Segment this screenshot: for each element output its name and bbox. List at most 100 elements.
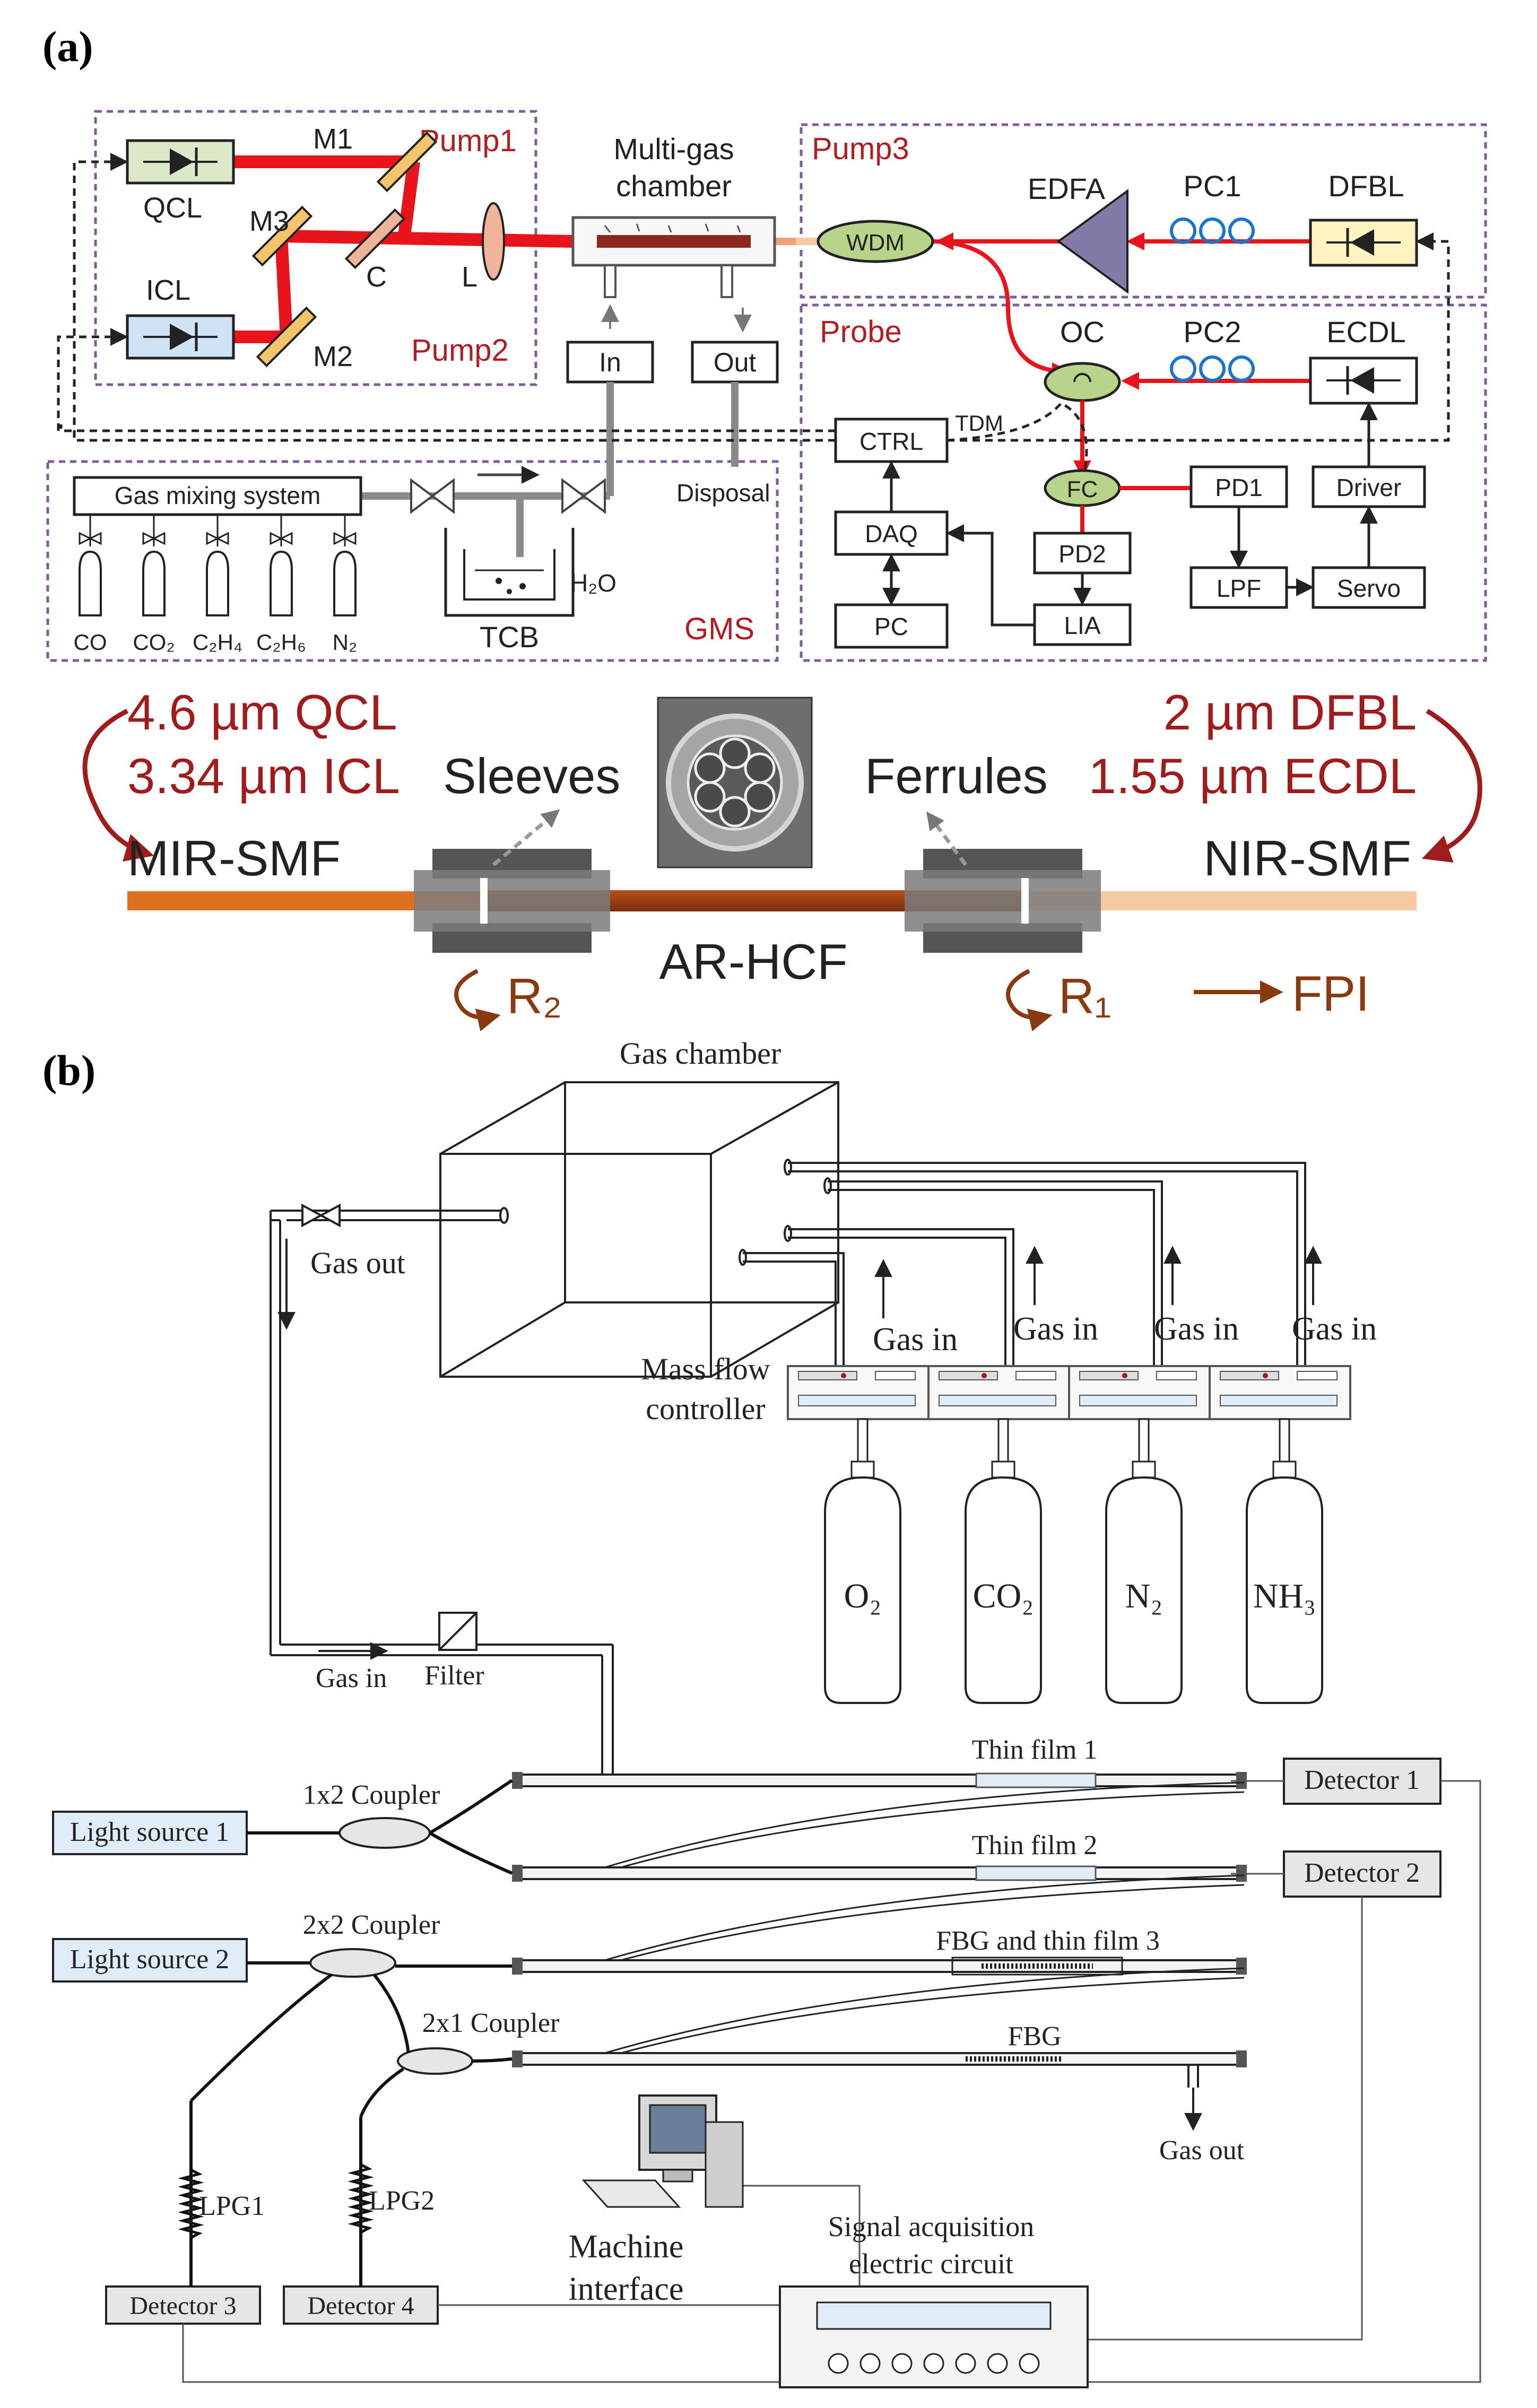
edfa-label: EDFA — [1028, 172, 1106, 205]
filter-label: Filter — [424, 1661, 484, 1691]
tdm-dashed-lines — [57, 153, 1450, 470]
wdm-label: WDM — [846, 230, 905, 256]
cylinder-label: CO₂ — [973, 1577, 1034, 1615]
light-source-1-box — [52, 1811, 248, 1855]
sleeves-pointer — [492, 809, 560, 866]
fiber-section: 4.6 µm QCL 3.34 µm ICL Sleeves Ferrules … — [82, 684, 1482, 1032]
valve-1-icon — [410, 478, 455, 514]
probe-signal-lines — [882, 402, 1378, 627]
signal-acquisition-device — [779, 2285, 1089, 2388]
gas-out-bottom-label: Gas out — [1159, 2135, 1245, 2166]
mir-smf-label: MIR-SMF — [127, 830, 341, 886]
gms-label: GMS — [684, 612, 754, 646]
mirror-m3 — [251, 205, 313, 267]
gas-link-tubes — [604, 1781, 1245, 2054]
detector-2-label: Detector 2 — [1304, 1858, 1420, 1888]
oc-circulator-icon — [1073, 373, 1091, 383]
pump3-box — [800, 123, 1487, 299]
mfc-label-line2: controller — [646, 1392, 765, 1426]
panel-b: (b) Gas chamber Gas out — [42, 1036, 1481, 2388]
signal-acquisition-line1: Signal acquisition — [828, 2211, 1034, 2242]
lpf-label: LPF — [1217, 575, 1261, 602]
inlet-tubes — [739, 1159, 1306, 1366]
gms-cylinder: C₂H₆ — [256, 515, 306, 655]
nir-curved-arrow — [1421, 709, 1482, 863]
pd1-label: PD1 — [1215, 474, 1262, 501]
signal-acquisition-line2: electric circuit — [849, 2248, 1013, 2280]
mfc-unit — [787, 1365, 930, 1420]
optical-fibers — [189, 1779, 513, 2287]
outlet-valve-icon — [301, 1203, 341, 1228]
gas-in-arrows — [874, 1246, 1322, 1318]
probe-electronics: CTRL TDM PD1 Driver DAQ PD2 LPF Servo PC… — [834, 411, 1426, 649]
gms-box — [46, 460, 779, 662]
thin-film-1-icon — [975, 1772, 1097, 1788]
qcl-module: QCL — [126, 139, 235, 224]
ecdl-label: ECDL — [1326, 315, 1405, 349]
lpg2-label: LPG2 — [369, 2186, 435, 2216]
qcl-label: QCL — [143, 192, 202, 224]
tdm-label: TDM — [955, 411, 1003, 436]
mir-curved-arrow — [82, 708, 154, 862]
cylinder-label: N₂ — [1125, 1577, 1163, 1615]
l-label: L — [462, 261, 477, 293]
gas-chamber-label: Gas chamber — [620, 1036, 781, 1071]
fc-label: FC — [1067, 476, 1098, 502]
gas-out-top-label: Gas out — [310, 1246, 405, 1280]
gas-mixing-label: Gas mixing system — [115, 482, 321, 509]
sensor-tubes — [512, 1772, 1247, 2067]
disposal-label: Disposal — [676, 479, 770, 507]
in-label: In — [599, 347, 621, 377]
gas-cylinders: O₂ CO₂ N₂ NH₃ — [824, 1418, 1323, 1704]
thin-film-3-fbg-icon — [951, 1957, 1123, 1976]
lia-box — [1033, 603, 1132, 646]
detector-4-label: Detector 4 — [307, 2292, 414, 2320]
machine-interface-line2: interface — [569, 2271, 684, 2307]
ctrl-label: CTRL — [859, 428, 923, 455]
icl-module: ICL — [126, 274, 235, 360]
filter-icon — [438, 1612, 477, 1651]
driver-label: Driver — [1336, 474, 1402, 501]
pd1-box — [1189, 465, 1288, 508]
pc1-coils — [1170, 218, 1255, 244]
dfbl-module — [1309, 219, 1418, 267]
lpg1-label: LPG1 — [199, 2191, 265, 2221]
wdm-component — [817, 220, 934, 263]
dfbl-wavelength-label: 2 µm DFBL — [1163, 684, 1417, 740]
dfbl-label: DFBL — [1328, 169, 1404, 203]
multigas-chamber: Multi-gas chamber — [571, 132, 776, 333]
r2-label: R₂ — [507, 968, 562, 1024]
mirror-m1 — [376, 131, 438, 193]
gas-pipes — [361, 382, 739, 557]
valve-2-icon — [561, 478, 606, 514]
thin-film-2-icon — [975, 1865, 1097, 1881]
gms-cylinder: C₂H₄ — [193, 515, 242, 655]
lia-label: LIA — [1064, 612, 1100, 639]
cylinder-label: O₂ — [844, 1577, 882, 1615]
mass-flow-controllers — [787, 1365, 1351, 1420]
mfc-unit — [927, 1365, 1070, 1420]
mirror-m2 — [256, 306, 317, 368]
fbg-label: FBG — [1008, 2021, 1061, 2051]
probe-label: Probe — [820, 315, 902, 349]
gas-in-label-2: Gas in — [1013, 1311, 1098, 1347]
oc-circulator — [1044, 362, 1121, 402]
gms-cylinder: N₂ — [333, 515, 357, 655]
panel-b-label: (b) — [42, 1046, 95, 1094]
gas-cylinder: O₂ — [824, 1418, 901, 1704]
gms-cylinder: CO — [74, 515, 107, 655]
gms-cylinders: CO CO₂ C₂H₄ C₂H₆ — [74, 515, 357, 655]
sleeves-label: Sleeves — [443, 748, 620, 804]
cylinder-label: NH₃ — [1253, 1577, 1316, 1615]
servo-box — [1312, 566, 1426, 609]
ecdl-wavelength-label: 1.55 µm ECDL — [1089, 748, 1417, 804]
light-source-1-label: Light source 1 — [70, 1817, 229, 1847]
computer-icon — [581, 2094, 744, 2208]
r1-reflection-arrow — [1006, 969, 1053, 1032]
pump3-label: Pump3 — [812, 132, 909, 166]
detector-4-box — [283, 2285, 439, 2325]
m2-label: M2 — [313, 341, 353, 372]
m3-label: M3 — [249, 205, 289, 237]
pc2-coils — [1170, 355, 1255, 382]
